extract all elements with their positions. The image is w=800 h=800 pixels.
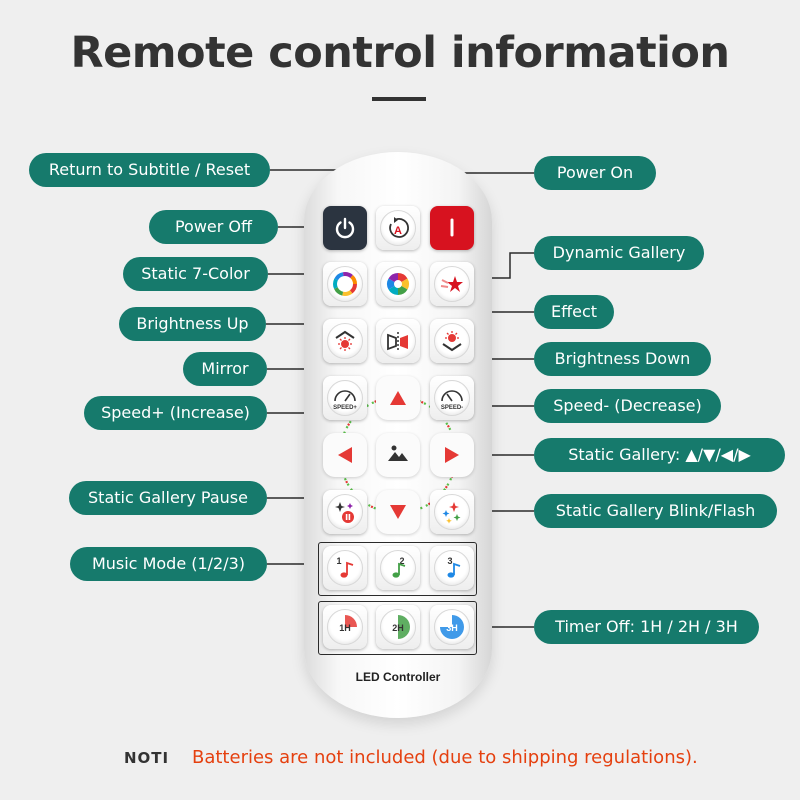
- dynamic-gallery-button[interactable]: [430, 262, 474, 306]
- gallery-up-button[interactable]: [376, 376, 420, 420]
- speed-up-button[interactable]: SPEED+: [323, 376, 367, 420]
- music-mode-3-button[interactable]: 3: [430, 546, 474, 590]
- power-on-button[interactable]: [430, 206, 474, 250]
- timer-1h-button[interactable]: 1H: [323, 605, 367, 649]
- gallery-left-button[interactable]: [323, 433, 367, 477]
- arrow-right-icon: [445, 447, 459, 463]
- speed-down-button[interactable]: SPEED-: [430, 376, 474, 420]
- label-timer-off: Timer Off: 1H / 2H / 3H: [534, 610, 759, 644]
- sparkle-flash-icon: [442, 502, 461, 524]
- brightness-down-button[interactable]: [430, 319, 474, 363]
- svg-text:A: A: [394, 225, 402, 237]
- timer-icon: 2H: [392, 615, 410, 639]
- title-underline: [372, 97, 426, 101]
- mirror-icon: [387, 332, 408, 352]
- gallery-center-button[interactable]: [376, 433, 420, 477]
- music-mode-2-button[interactable]: 2: [376, 546, 420, 590]
- sparkle-pause-icon: [335, 502, 354, 523]
- music-note-icon: 1: [336, 556, 354, 578]
- music-1-number: 1: [336, 556, 341, 566]
- music-note-icon: 3: [447, 556, 461, 578]
- gallery-right-button[interactable]: [430, 433, 474, 477]
- label-mirror: Mirror: [183, 352, 267, 386]
- label-music-mode: Music Mode (1/2/3): [70, 547, 267, 581]
- gallery-down-button[interactable]: [376, 490, 420, 534]
- label-speed-minus: Speed- (Decrease): [534, 389, 721, 423]
- timer-3h-text: 3H: [446, 623, 458, 633]
- arrow-left-icon: [338, 447, 352, 463]
- label-brightness-up: Brightness Up: [119, 307, 266, 341]
- speed-up-text: SPEED+: [333, 405, 357, 411]
- label-speed-plus: Speed+ (Increase): [84, 396, 267, 430]
- power-off-button[interactable]: [323, 206, 367, 250]
- label-static-gallery-blink: Static Gallery Blink/Flash: [534, 494, 777, 528]
- static-gallery-pause-button[interactable]: [323, 490, 367, 534]
- timer-3h-button[interactable]: 3H: [430, 605, 474, 649]
- label-brightness-down: Brightness Down: [534, 342, 711, 376]
- music-3-number: 3: [447, 556, 452, 566]
- label-power-off: Power Off: [149, 210, 278, 244]
- reset-button[interactable]: A: [376, 206, 420, 250]
- note-text: Batteries are not included (due to shipp…: [192, 747, 698, 768]
- label-power-on: Power On: [534, 156, 656, 190]
- timer-1h-text: 1H: [339, 623, 351, 633]
- power-icon: [335, 217, 355, 239]
- speedometer-up-icon: SPEED+: [333, 390, 357, 411]
- shooting-star-icon: [440, 276, 463, 292]
- music-mode-1-button[interactable]: 1: [323, 546, 367, 590]
- effect-button[interactable]: [376, 262, 420, 306]
- static-gallery-blink-button[interactable]: [430, 490, 474, 534]
- label-effect: Effect: [534, 295, 614, 329]
- label-static-7-color: Static 7-Color: [123, 257, 268, 291]
- remote-brand-label: LED Controller: [355, 670, 441, 684]
- label-return-reset: Return to Subtitle / Reset: [29, 153, 270, 187]
- timer-2h-text: 2H: [392, 623, 404, 633]
- label-static-gallery-pause: Static Gallery Pause: [69, 481, 267, 515]
- brightness-down-icon: [442, 331, 462, 352]
- music-2-number: 2: [399, 556, 404, 566]
- reset-icon: A: [389, 217, 409, 238]
- speed-down-text: SPEED-: [441, 405, 463, 411]
- arrow-up-icon: [390, 391, 406, 405]
- timer-icon: 1H: [339, 615, 357, 633]
- arrow-down-icon: [390, 505, 406, 519]
- page-title: Remote control information: [70, 28, 730, 78]
- speedometer-down-icon: SPEED-: [441, 390, 463, 411]
- label-static-gallery: Static Gallery: ▲/▼/◀/▶: [534, 438, 785, 472]
- music-group-frame: [318, 542, 477, 596]
- timer-2h-button[interactable]: 2H: [376, 605, 420, 649]
- brightness-up-icon: [335, 330, 355, 351]
- color-ring-icon: [333, 272, 357, 296]
- timer-icon: 3H: [440, 615, 464, 639]
- static-7-color-button[interactable]: [323, 262, 367, 306]
- aperture-icon: [387, 273, 409, 295]
- brightness-up-button[interactable]: [323, 319, 367, 363]
- music-note-icon: 2: [392, 556, 406, 578]
- timer-group-frame: [318, 601, 477, 655]
- picture-icon: [388, 445, 408, 461]
- power-on-icon: [450, 218, 454, 237]
- mirror-button[interactable]: [376, 319, 420, 363]
- note-key: NOTI: [124, 749, 170, 767]
- label-dynamic-gallery: Dynamic Gallery: [534, 236, 704, 270]
